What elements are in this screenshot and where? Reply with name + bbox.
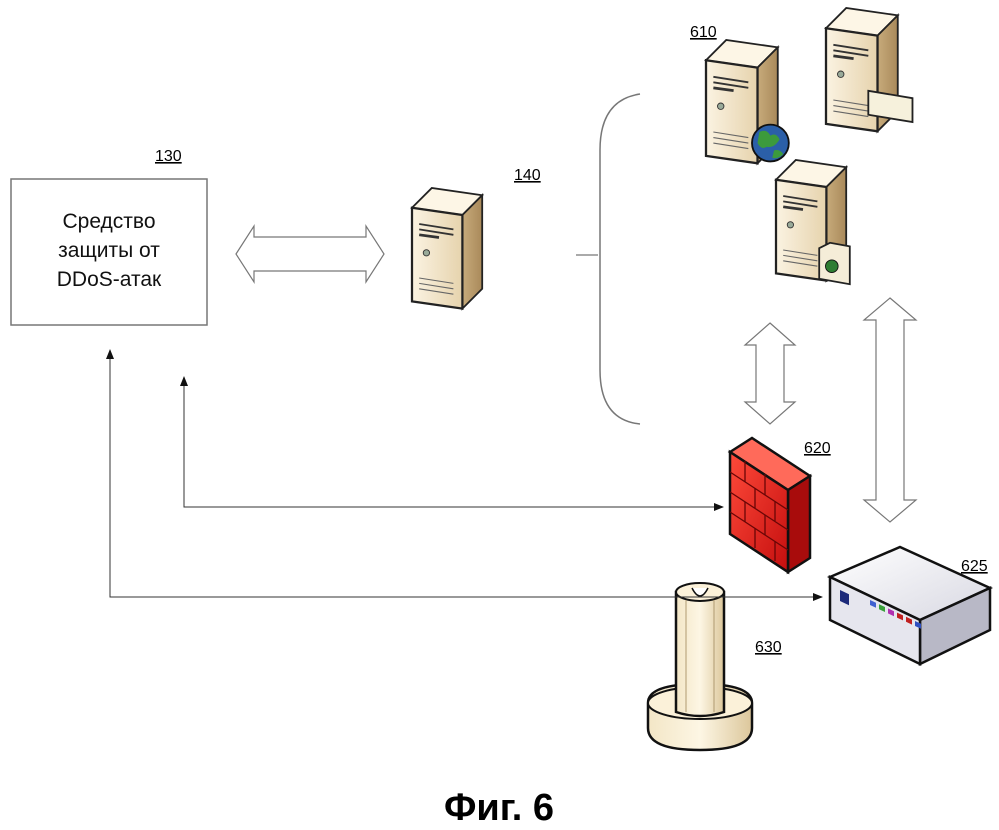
label-130: 130 [155,148,182,165]
group-bracket [600,94,640,424]
protection-module: Средство защиты от DDoS-атак [11,179,207,325]
double-arrow-servers-router [864,298,916,522]
double-arrow-box-server [236,226,384,282]
web-server-icon [706,40,789,163]
firewall-brick-icon [730,438,810,572]
label-625: 625 [961,558,988,575]
figure-caption: Фиг. 6 [444,787,554,829]
file-server-icon [776,160,850,284]
label-610: 610 [690,24,717,41]
mail-server-icon [826,8,912,131]
protection-box-line-3: DDoS-атак [57,268,162,291]
arrow-firewall-to-module [184,377,723,507]
t-shaped-device-icon [648,583,752,750]
label-630: 630 [755,639,782,656]
label-140: 140 [514,167,541,184]
protection-box-line-2: защиты от [58,239,160,262]
arrow-router-to-module [110,350,822,597]
server-tower-icon [412,188,482,309]
double-arrow-servers-firewall [745,323,795,424]
label-620: 620 [804,440,831,457]
protection-box-line-1: Средство [62,210,155,233]
